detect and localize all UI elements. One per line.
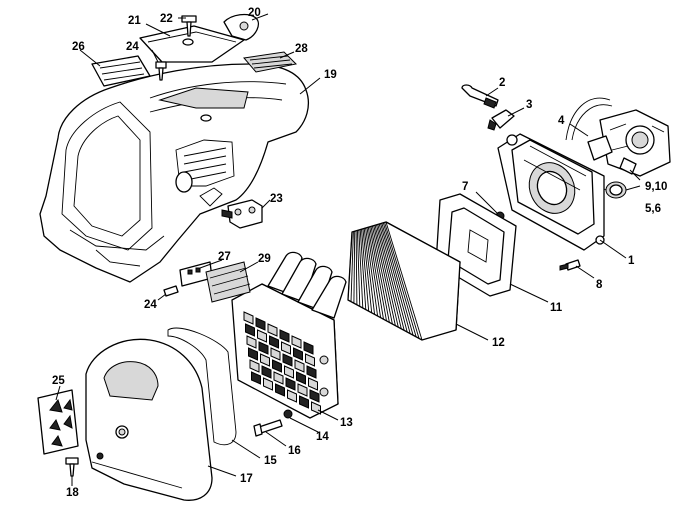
- callout-19: 19: [324, 69, 337, 81]
- callout-2: 2: [499, 77, 505, 89]
- callout-18: 18: [66, 487, 79, 499]
- label-26-part: [91, 55, 151, 87]
- callout-28: 28: [295, 43, 308, 55]
- callout-8: 8: [596, 279, 603, 291]
- callout-24-top: 24: [126, 41, 139, 53]
- callout-7: 7: [462, 181, 468, 193]
- choke-rod-part: [461, 84, 515, 131]
- pad-20-part: [223, 13, 260, 41]
- screw-18-part: [65, 457, 79, 477]
- label-27-part: [179, 261, 213, 287]
- screw-8-part: [559, 259, 581, 271]
- callout-24-lower: 24: [144, 299, 157, 311]
- callout-1: 1: [628, 255, 635, 267]
- callout-9-10: 9,10: [645, 181, 667, 193]
- cover-17-part: [85, 338, 213, 501]
- washer-14-part: [283, 409, 293, 419]
- base-housing-part: [497, 133, 605, 251]
- callout-20: 20: [248, 7, 261, 19]
- callout-4: 4: [558, 115, 565, 127]
- callout-5-6: 5,6: [645, 203, 661, 215]
- callout-27: 27: [218, 251, 231, 263]
- callout-15: 15: [264, 455, 277, 467]
- decal-25-part: [37, 389, 79, 455]
- bracket-23-part: [221, 199, 263, 229]
- callout-11: 11: [550, 302, 563, 314]
- callout-17: 17: [240, 473, 253, 485]
- callout-23: 23: [270, 193, 283, 205]
- screw-24-top-part: [155, 61, 167, 81]
- callout-26: 26: [72, 41, 85, 53]
- callout-labels: 2 3 4 9,10 5,6 7 8 1 11 12 13 14 15 16 1…: [52, 7, 667, 499]
- callout-14: 14: [316, 431, 329, 443]
- leader-lines: [55, 13, 641, 486]
- callout-13: 13: [340, 417, 353, 429]
- cover-top-part: [139, 25, 245, 63]
- callout-12: 12: [492, 337, 505, 349]
- callout-16: 16: [288, 445, 301, 457]
- seal-15-part: [167, 327, 237, 446]
- screw-16-part: [253, 419, 283, 437]
- callout-25: 25: [52, 375, 65, 387]
- shroud-part: [39, 63, 310, 283]
- filter-56-part: [597, 181, 627, 199]
- callout-21: 21: [128, 15, 141, 27]
- filter-housing-part: [231, 251, 347, 419]
- callout-3: 3: [526, 99, 532, 111]
- label-29-part: [205, 261, 251, 303]
- screw-22-part: [181, 15, 197, 37]
- callout-22: 22: [160, 13, 173, 25]
- callout-29: 29: [258, 253, 271, 265]
- air-filter-part: [347, 221, 461, 341]
- carburetor-part: [565, 97, 671, 177]
